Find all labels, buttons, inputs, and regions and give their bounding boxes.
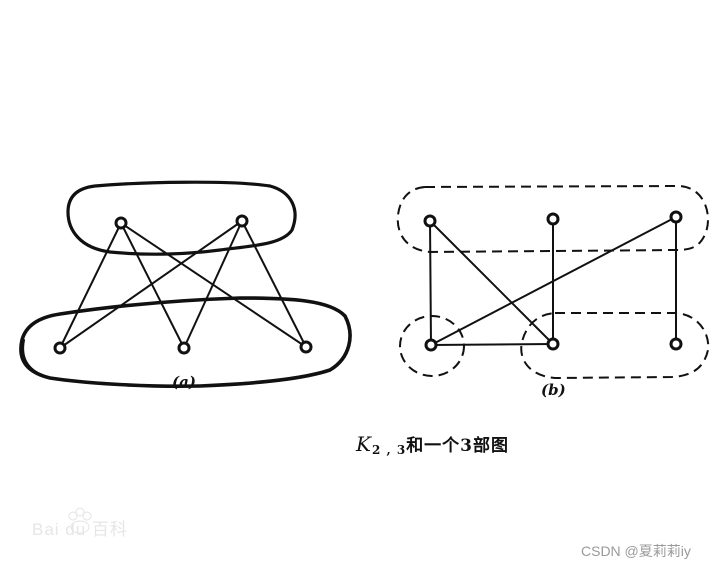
subfigure-a-edges	[59, 220, 307, 349]
graph-node	[114, 216, 128, 230]
edge	[241, 220, 307, 348]
partition-a-top	[66, 180, 297, 256]
edge	[183, 220, 243, 349]
edge	[59, 220, 243, 349]
graph-node	[546, 212, 560, 226]
edge	[120, 222, 185, 349]
edge	[59, 222, 122, 349]
subfigure-label-b: (b)	[541, 381, 566, 399]
csdn-watermark: CSDN @夏莉莉iy	[581, 543, 691, 559]
graph-node	[235, 214, 249, 228]
subfigure-a-nodes	[53, 214, 313, 355]
graph-node	[53, 341, 67, 355]
edge	[429, 220, 554, 345]
graph-node	[424, 338, 438, 352]
partition-b-left	[399, 315, 465, 377]
subfigure-label-a: (a)	[172, 373, 196, 391]
graph-node	[299, 340, 313, 354]
graph-node	[669, 210, 683, 224]
graph-node	[669, 337, 683, 351]
baidu-watermark: Bai du 百科	[32, 520, 128, 539]
subfigure-a-partitions	[19, 180, 352, 388]
baidu-paw-icon	[68, 507, 92, 534]
graph-node	[423, 214, 437, 228]
edge	[430, 343, 554, 346]
graph-node	[177, 341, 191, 355]
edge	[429, 220, 432, 346]
subfigure-b-nodes	[423, 210, 683, 352]
caption-k-symbol: K	[356, 432, 372, 456]
figure-caption: K2 , 3和一个3部图	[356, 431, 509, 457]
caption-text: 和一个3部图	[406, 436, 510, 456]
partition-a-bottom	[19, 296, 352, 388]
subfigure-b-edges	[429, 216, 677, 346]
caption-k-subscript: 2 , 3	[371, 443, 407, 457]
graph-node	[546, 337, 560, 351]
edge	[430, 216, 677, 346]
partition-b-right	[520, 312, 710, 380]
